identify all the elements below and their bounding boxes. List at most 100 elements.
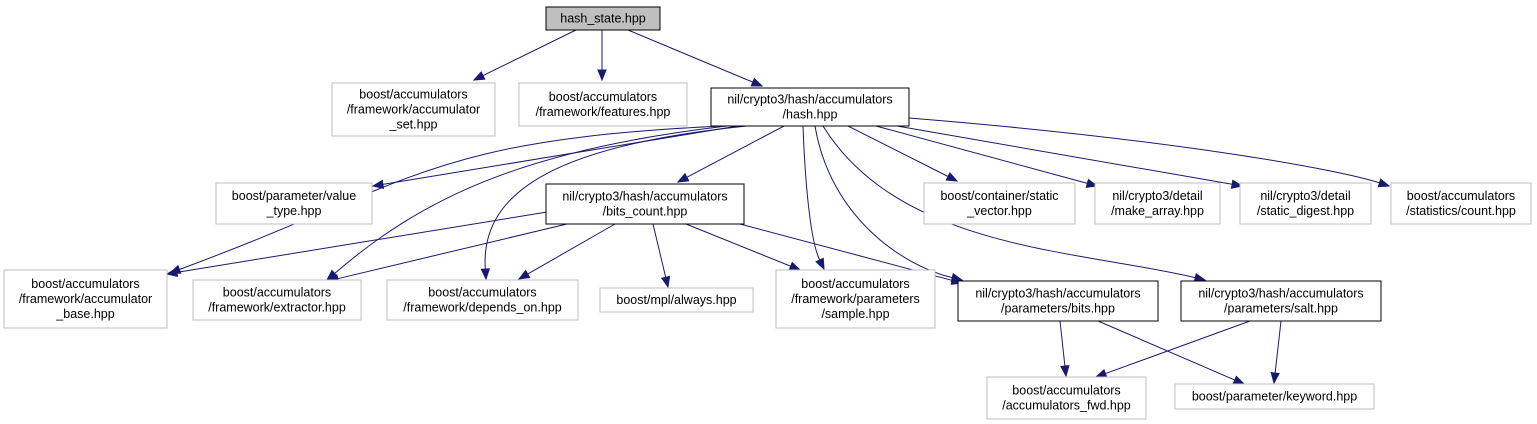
node-label-line: boost/parameter/keyword.hpp [1192,390,1357,404]
node-extractor: boost/accumulators/framework/extractor.h… [192,279,362,321]
node-always: boost/mpl/always.hpp [599,287,754,313]
node-label-line: /framework/accumulator [19,292,152,306]
node-label-line: boost/mpl/always.hpp [616,293,736,307]
node-label-line: /parameters/bits.hpp [1001,302,1115,316]
edge-hash-to-value_type [371,125,739,189]
edge-hash_state-to-acc_set [472,29,577,81]
edge-hash_state-to-hash [627,29,764,87]
node-make-array: nil/crypto3/detail/make_array.hpp [1094,182,1221,225]
edge-bits_count-to-sample [685,223,802,271]
arrowhead-icon [1270,372,1280,385]
node-box [518,82,688,127]
node-value-type: boost/parameter/value_type.hpp [215,182,373,225]
edge-line [482,29,577,77]
node-label-line: _base.hpp [55,307,114,321]
edge-line [337,223,568,280]
edge-line [847,125,949,177]
node-label-line: boost/accumulators [549,90,657,104]
edge-hash-to-static_vector [847,125,959,182]
node-box [775,269,936,329]
arrowhead-icon [1085,178,1099,188]
edge-hash-to-bits_count [676,125,785,183]
node-label-line: _type.hpp [266,204,322,218]
node-label-line: /accumulators_fwd.hpp [1002,399,1131,413]
edge-line [1097,320,1236,381]
node-count: boost/accumulators/statistics/count.hpp [1390,182,1532,225]
node-box [545,183,745,225]
node-label-line: nil/crypto3/hash/accumulators [562,190,727,204]
edge-salt-to-acc_fwd [1094,320,1251,378]
nodes-layer: hash_state.hpp boost/accumulators/framewo… [3,6,1532,420]
edge-line [908,117,1380,184]
node-box [1180,280,1382,322]
node-label-line: boost/accumulators [801,277,909,291]
edge-hash-to-static_digest [896,125,1244,189]
edge-line [896,125,1233,185]
edge-bits-to-keyword [1097,320,1246,385]
edge-bits_count-to-acc_base [165,211,548,277]
node-box [957,280,1159,322]
edge-salt-to-keyword [1270,320,1282,385]
arrowhead-icon [676,172,690,183]
node-box [1390,182,1532,225]
node-label-line: nil/crypto3/hash/accumulators [1198,287,1363,301]
arrowhead-icon [660,275,671,289]
arrowhead-icon [1193,272,1207,283]
node-label-line: boost/container/static [940,189,1058,203]
node-label-line: boost/accumulators [359,88,467,102]
arrowhead-icon [945,172,959,182]
node-bits-count[interactable]: nil/crypto3/hash/accumulators/bits_count… [545,183,745,225]
node-acc-fwd: boost/accumulators/accumulators_fwd.hpp [986,376,1147,420]
node-salt[interactable]: nil/crypto3/hash/accumulators/parameters… [1180,280,1382,322]
node-hash[interactable]: nil/crypto3/hash/accumulators/hash.hpp [710,87,910,127]
arrowhead-icon [371,179,385,189]
edge-hash-to-depends_on [480,125,748,281]
edge-hash-to-sample [802,125,825,271]
node-label-line: /sample.hpp [821,307,889,321]
node-sample: boost/accumulators/framework/parameters/… [775,269,936,329]
arrowhead-icon [1230,179,1244,189]
node-box [386,279,579,321]
arrowhead-icon [597,69,607,82]
edge-line [1105,320,1251,375]
node-box [923,182,1076,225]
edge-line [334,125,728,274]
node-label-line: nil/crypto3/hash/accumulators [727,93,892,107]
node-box [986,376,1147,420]
node-label-line: /framework/extractor.hpp [208,301,346,315]
edge-line [686,125,785,178]
node-features: boost/accumulators/framework/features.hp… [518,82,688,127]
node-label-line: nil/crypto3/detail [1112,189,1202,203]
node-acc-set: boost/accumulators/framework/accumulator… [331,82,496,137]
arrowhead-icon [517,269,531,280]
edge-line [527,223,616,275]
node-box [1174,383,1375,410]
node-label-line: /framework/features.hpp [536,105,671,119]
arrowhead-icon [165,267,179,277]
edge-hash_state-to-features [597,30,607,82]
node-box [215,182,373,225]
node-label-line: nil/crypto3/hash/accumulators [975,287,1140,301]
edge-line [802,125,821,261]
edge-line [382,125,739,185]
edge-bits-to-acc_fwd [1059,320,1070,378]
node-label-line: boost/accumulators [428,286,536,300]
node-label-line: boost/accumulators [31,277,139,291]
edge-line [484,125,748,270]
arrowhead-icon [1094,368,1108,378]
edges-layer [165,29,1391,385]
edge-hash-to-count [908,117,1391,188]
node-box [331,82,496,137]
edge-line [875,125,1088,184]
node-label-line: boost/accumulators [1012,384,1120,398]
node-static-vector: boost/container/static_vector.hpp [923,182,1076,225]
node-box [599,287,754,313]
node-acc-base: boost/accumulators/framework/accumulator… [3,269,168,329]
node-static-digest: nil/crypto3/detail/static_digest.hpp [1239,182,1372,225]
node-label-line: /make_array.hpp [1111,204,1204,218]
node-hash-state[interactable]: hash_state.hpp [545,6,661,31]
edge-hash-to-make_array [875,125,1099,188]
node-label-line: /framework/accumulator [347,103,480,117]
node-bits[interactable]: nil/crypto3/hash/accumulators/parameters… [957,280,1159,322]
